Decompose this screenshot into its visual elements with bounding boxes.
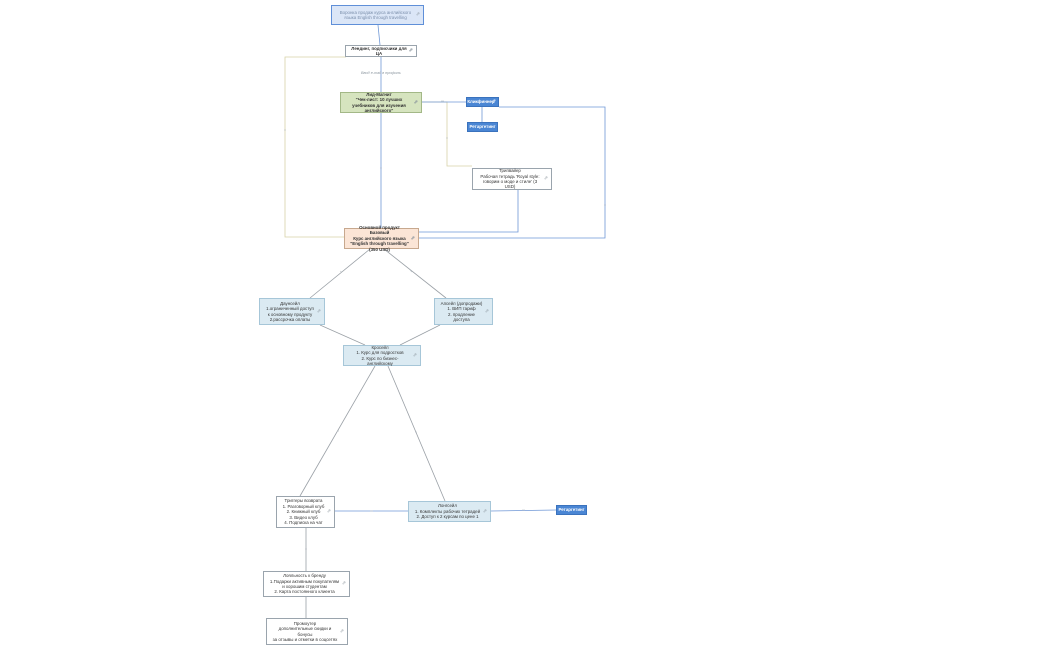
tripwire-label: Трипвайер Рабочая тетрадь 'Royal style: … xyxy=(480,168,540,190)
lead-magnet-node[interactable]: Лид-Магнит "Чек-лист: 10 лучших учебнико… xyxy=(340,92,422,113)
retargeting-top-node[interactable]: Ретаргетинг xyxy=(467,122,498,132)
funnel-title: Воронка продаж курса английского языка E… xyxy=(339,9,412,20)
clickfunnel-node[interactable]: Кликфиннер ⇗ xyxy=(466,97,499,107)
funnel-title-node[interactable]: Воронка продаж курса английского языка E… xyxy=(331,5,424,25)
downsell-label: Даунсейл 1.ограниченный доступ к основно… xyxy=(266,300,314,322)
lead-source-node[interactable]: Лендинг, подписчики для ЦА ⇗ xyxy=(345,45,417,57)
crosssell-node[interactable]: Кросейл 1. Курс для подростков 2. Курс п… xyxy=(343,345,421,366)
retargeting-bottom-node[interactable]: Ретаргетинг xyxy=(556,505,587,515)
edge-tripwire-to-core xyxy=(419,190,519,233)
lead-source-label: Лендинг, подписчики для ЦА xyxy=(351,45,407,56)
link-icon[interactable]: ⇗ xyxy=(482,508,487,514)
link-icon[interactable]: ⇗ xyxy=(415,11,420,18)
edge-label-email: Ввод e-mail в профиль xyxy=(361,71,401,75)
edge-lead-to-core xyxy=(284,56,346,238)
edge-magnet-to-tripwire xyxy=(422,101,472,167)
longsale-label: Лонгсейл 1. Комплекты рабочих тетрадей 2… xyxy=(414,503,481,520)
edge-longsale-to-retarget xyxy=(490,509,557,512)
clickfunnel-label: Кликфиннер xyxy=(467,99,495,105)
lead-magnet-label: Лид-Магнит "Чек-лист: 10 лучших учебнико… xyxy=(352,91,406,113)
loyalty-node[interactable]: Лояльность к бренду 1.Подарки активным п… xyxy=(263,571,350,597)
link-icon[interactable]: ⇗ xyxy=(316,308,321,314)
downsell-node[interactable]: Даунсейл 1.ограниченный доступ к основно… xyxy=(259,298,325,325)
edge-upsell-to-cross xyxy=(399,324,441,346)
edge-core-to-downsell xyxy=(309,248,371,299)
promoter-label: Промоутер дополнительные скидки и бонусы… xyxy=(272,620,338,642)
edge-downsell-to-cross xyxy=(319,324,366,346)
link-icon[interactable]: ⇗ xyxy=(491,98,496,105)
link-icon[interactable]: ⇗ xyxy=(410,235,415,241)
promoter-node[interactable]: Промоутер дополнительные скидки и бонусы… xyxy=(266,618,348,645)
retargeting-bottom-label: Ретаргетинг xyxy=(558,507,585,513)
core-product-label: Основной продукт Базовый Курс английског… xyxy=(350,224,409,252)
core-product-node[interactable]: Основной продукт Базовый Курс английског… xyxy=(344,224,419,252)
tripwire-node[interactable]: Трипвайер Рабочая тетрадь 'Royal style: … xyxy=(472,168,552,190)
link-icon[interactable]: ⇗ xyxy=(412,352,417,358)
edge-markers xyxy=(284,100,606,550)
link-icon[interactable]: ⇗ xyxy=(339,628,344,634)
edge-title-to-lead xyxy=(377,24,381,46)
link-icon[interactable]: ⇗ xyxy=(326,508,331,515)
loyalty-label: Лояльность к бренду 1.Подарки активным п… xyxy=(269,573,340,595)
return-triggers-node[interactable]: Триггеры возврата 1. Разговорный клуб 2.… xyxy=(276,496,335,528)
edge-cross-to-longsale xyxy=(387,365,446,502)
link-icon[interactable]: ⇗ xyxy=(413,99,418,105)
edge-clickfunnel-to-core xyxy=(419,106,606,239)
link-icon[interactable]: ⇗ xyxy=(484,308,489,314)
retargeting-top-label: Ретаргетинг xyxy=(469,124,496,130)
longsale-node[interactable]: Лонгсейл 1. Комплекты рабочих тетрадей 2… xyxy=(408,501,491,522)
upsell-label: Апсейл (допродажи) 1. ВИП тариф 2. продл… xyxy=(440,300,483,322)
crosssell-label: Кросейл 1. Курс для подростков 2. Курс п… xyxy=(356,344,404,366)
link-icon[interactable]: ⇗ xyxy=(408,47,413,54)
link-icon[interactable]: ⇗ xyxy=(543,175,548,182)
link-icon[interactable]: ⇗ xyxy=(341,580,346,587)
return-triggers-label: Триггеры возврата 1. Разговорный клуб 2.… xyxy=(282,498,325,526)
edge-core-to-upsell xyxy=(383,248,447,299)
upsell-node[interactable]: Апсейл (допродажи) 1. ВИП тариф 2. продл… xyxy=(434,298,493,325)
